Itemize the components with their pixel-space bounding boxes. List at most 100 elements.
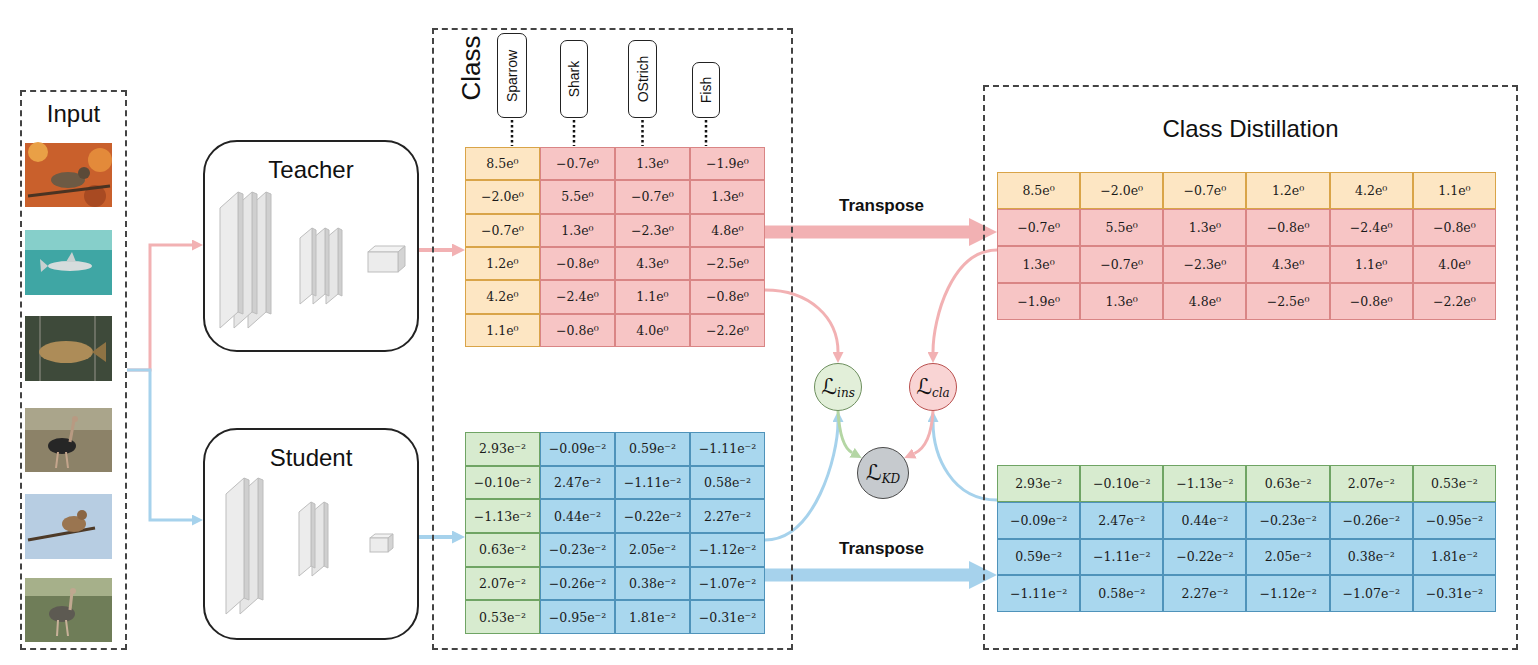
photo-sparrow	[25, 143, 112, 207]
student-network-layers	[324, 502, 328, 568]
photo-fish	[25, 316, 112, 381]
table-cell: −0.8e⁰	[690, 280, 765, 313]
student-class-table: 2.93e⁻²−0.10e⁻²−1.13e⁻²0.63e⁻²2.07e⁻²0.5…	[997, 465, 1496, 612]
loss-subscript: cla	[932, 387, 950, 399]
table-cell: 4.3e⁰	[615, 247, 690, 280]
table-cell: −0.09e⁻²	[997, 502, 1080, 539]
table-cell: −1.11e⁻²	[615, 466, 690, 500]
loss-circle: ℒKD	[857, 447, 909, 499]
table-cell: 1.3e⁰	[690, 180, 765, 213]
flow-arrow	[419, 248, 452, 252]
photo-ostrich	[70, 420, 74, 442]
flow-arrow	[933, 250, 997, 352]
class-tag: OStrich	[628, 40, 657, 118]
table-cell: 2.47e⁻²	[540, 466, 615, 500]
table-cell: 4.0e⁰	[1413, 246, 1496, 283]
teacher-network-layers	[220, 192, 238, 328]
flow-arrow	[765, 290, 838, 352]
table-cell: 1.1e⁰	[615, 280, 690, 313]
table-cell: −1.11e⁻²	[690, 432, 765, 466]
photo-ostrich	[25, 408, 112, 472]
table-cell: −0.22e⁻²	[1163, 539, 1246, 576]
node-label: Student	[205, 444, 417, 472]
node-label: Class Distillation	[985, 115, 1516, 143]
table-cell: 0.38e⁻²	[1330, 539, 1413, 576]
table-cell: 1.3e⁰	[1080, 283, 1163, 320]
table-cell: 0.38e⁻²	[615, 567, 690, 601]
table-cell: 0.44e⁻²	[540, 499, 615, 533]
table-cell: −0.7e⁰	[997, 209, 1080, 246]
table-cell: 1.1e⁰	[465, 314, 540, 347]
photo-bird	[77, 510, 87, 520]
node-label: Input	[22, 100, 125, 128]
photo-fish	[39, 341, 93, 363]
table-cell: 1.3e⁰	[540, 214, 615, 247]
class-name: Shark	[566, 61, 582, 98]
table-cell: −0.23e⁻²	[540, 533, 615, 567]
teacher-network-layers	[398, 246, 405, 272]
photo-ostrich	[70, 588, 76, 594]
table-cell: 2.07e⁻²	[1330, 465, 1413, 502]
dotted-leader	[511, 120, 514, 146]
table-cell: −0.23e⁻²	[1246, 502, 1329, 539]
table-cell: −0.8e⁰	[540, 314, 615, 347]
student-network-layers	[311, 502, 315, 568]
table-cell: −0.7e⁰	[1163, 172, 1246, 209]
photo-sparrow	[78, 167, 90, 179]
teacher-network-layers	[238, 192, 243, 314]
node-label: Teacher	[205, 156, 417, 184]
teacher-network-layers	[300, 228, 312, 304]
node-label: Class	[456, 35, 487, 100]
photo-bird	[25, 494, 112, 559]
table-cell: −0.95e⁻²	[1413, 502, 1496, 539]
table-cell: 1.2e⁰	[465, 247, 540, 280]
table-cell: 1.1e⁰	[1330, 246, 1413, 283]
photo-fish	[94, 316, 96, 381]
table-cell: −0.8e⁰	[1330, 283, 1413, 320]
table-cell: 0.58e⁻²	[690, 466, 765, 500]
table-cell: −0.26e⁻²	[1330, 502, 1413, 539]
teacher-network-layers	[252, 192, 257, 314]
network-box: Teacher	[203, 140, 419, 352]
photo-sparrow	[28, 142, 48, 162]
table-cell: 0.53e⁻²	[465, 600, 540, 634]
table-cell: 2.05e⁻²	[615, 533, 690, 567]
photo-fish	[25, 316, 112, 381]
loss-circle: ℒins	[814, 363, 862, 411]
loss-subscript: KD	[882, 473, 901, 485]
student-network-layers	[388, 534, 393, 552]
class-name: OStrich	[635, 56, 651, 103]
table-cell: 4.2e⁰	[465, 280, 540, 313]
photo-shark	[48, 261, 92, 271]
table-cell: 0.58e⁻²	[1080, 575, 1163, 612]
photo-bird	[25, 494, 112, 559]
table-cell: −1.11e⁻²	[1080, 539, 1163, 576]
photo-shark	[25, 230, 112, 295]
photo-ostrich	[66, 452, 68, 468]
teacher-network-layers	[326, 228, 338, 304]
class-tag: Shark	[560, 40, 588, 118]
flow-arrow	[127, 370, 192, 520]
edge-label: Transpose	[836, 196, 927, 216]
flow-arrow	[914, 411, 933, 454]
photo-ostrich	[56, 452, 58, 468]
photo-ostrich	[25, 578, 112, 596]
loss-subscript: ins	[837, 387, 855, 399]
table-cell: −1.9e⁰	[690, 147, 765, 180]
loss-symbol: ℒ	[916, 376, 932, 398]
table-cell: 1.2e⁰	[1246, 172, 1329, 209]
table-cell: −2.3e⁰	[615, 214, 690, 247]
photo-ostrich	[57, 620, 58, 636]
flow-arrow	[419, 535, 452, 539]
table-cell: −0.8e⁰	[1246, 209, 1329, 246]
table-cell: −1.13e⁻²	[465, 499, 540, 533]
table-cell: 4.0e⁰	[615, 314, 690, 347]
table-cell: −2.2e⁰	[690, 314, 765, 347]
table-cell: 1.3e⁰	[615, 147, 690, 180]
teacher-logit-table: 8.5e⁰−0.7e⁰1.3e⁰−1.9e⁰−2.0e⁰5.5e⁰−0.7e⁰1…	[465, 147, 765, 347]
photo-ostrich	[25, 408, 112, 472]
dotted-leader	[705, 120, 708, 146]
table-cell: −2.3e⁰	[1163, 246, 1246, 283]
teacher-network-layers	[368, 252, 398, 272]
student-network-layers	[226, 478, 244, 614]
